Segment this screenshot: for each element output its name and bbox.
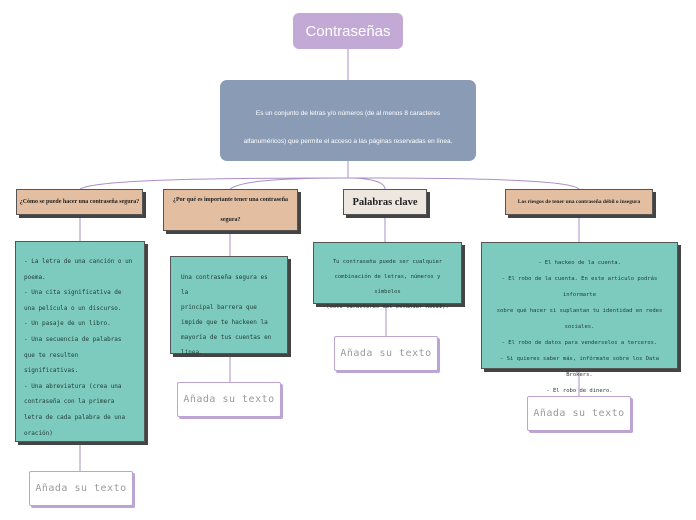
card-line: - Un pasaje de un libro.: [24, 320, 111, 328]
card-line: poema.: [24, 273, 46, 281]
card-line: que te resulten: [24, 351, 79, 359]
card-line: Tu contraseña puede ser cualquier: [332, 259, 443, 265]
add-text-node-3[interactable]: Añada su texto: [334, 336, 438, 371]
card-line: una película o un discurso.: [24, 304, 122, 312]
card-line: impide que te hackeen la: [181, 319, 268, 326]
heading-secure-password-how[interactable]: ¿Cómo se puede hacer una contraseña segu…: [16, 189, 143, 215]
card-line: - Una secuencia de palabras: [24, 335, 122, 343]
definition-line-2: alfanuméricos) que permite el acceso a l…: [243, 138, 453, 145]
card-line: - La letra de una canción o un: [24, 258, 133, 265]
central-topic[interactable]: Contraseñas: [293, 13, 403, 49]
card-line: - Una cita significativa de: [24, 289, 122, 297]
card-line: - El robo de la cuenta. En este artículo…: [501, 276, 658, 298]
definition-line-1: Es un conjunto de letras y/o números (de…: [255, 110, 441, 117]
card-line: (solo caracteres del estándar ASCII).: [326, 304, 449, 310]
card-risks[interactable]: - El hackeo de la cuenta. - El robo de l…: [481, 242, 678, 394]
card-line: oración): [24, 429, 53, 437]
card-line: letra de cada palabra de una: [24, 413, 126, 421]
card-line: contraseña con la primera: [24, 398, 115, 406]
card-line: - Si quieres saber más, infórmate sobre …: [500, 356, 659, 378]
card-line: - El hackeo de la cuenta.: [538, 260, 621, 266]
card-line: sobre qué hacer si suplantan tu identida…: [496, 308, 663, 314]
card-line: principal barrera que: [181, 304, 257, 311]
card-line: - El robo de dinero.: [546, 388, 613, 394]
card-line: Una contraseña segura es la: [181, 274, 268, 296]
heading-why-important[interactable]: ¿Por qué es importante tener una contras…: [163, 189, 298, 231]
card-line: - El robo de datos para venderselos a te…: [501, 340, 658, 346]
heading-risks[interactable]: Los riesgos de tener una contraseña débi…: [505, 189, 653, 215]
add-text-node-1[interactable]: Añada su texto: [29, 471, 133, 506]
card-line: combinación de letras, números y símbolo…: [334, 274, 441, 295]
card-how-to[interactable]: - La letra de una canción o un poema. - …: [15, 241, 145, 442]
card-line: línea.: [181, 349, 203, 356]
card-line: significativas.: [24, 367, 79, 375]
card-line: - Una abreviatura (crea una: [24, 382, 122, 390]
card-line: mayoría de tus cuentas en: [181, 334, 272, 341]
definition-box[interactable]: Es un conjunto de letras y/o números (de…: [220, 80, 476, 161]
add-text-node-4[interactable]: Añada su texto: [527, 396, 631, 431]
card-line: sociales.: [564, 324, 595, 330]
card-why[interactable]: Una contraseña segura es la principal ba…: [170, 256, 288, 356]
heading-keywords[interactable]: Palabras clave: [343, 189, 427, 215]
card-keywords[interactable]: Tu contraseña puede ser cualquier combin…: [313, 242, 462, 310]
add-text-node-2[interactable]: Añada su texto: [177, 382, 281, 417]
